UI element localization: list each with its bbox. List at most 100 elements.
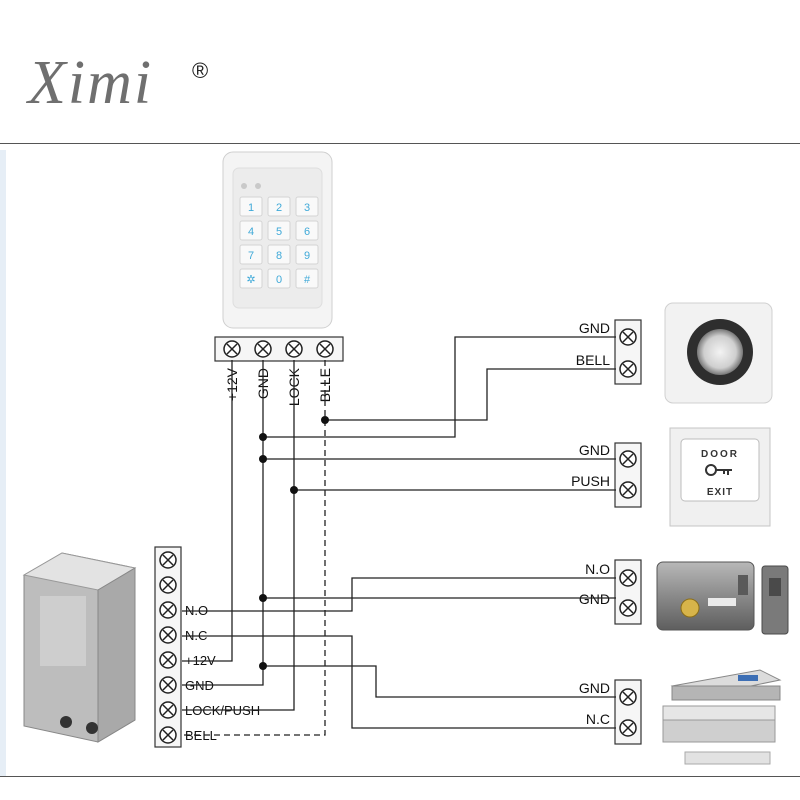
keypad-key-label: 6 <box>304 226 310 238</box>
terminal-screw-icon <box>285 340 303 358</box>
terminal-screw-icon <box>619 450 637 468</box>
keypad-key: 5 <box>267 220 291 241</box>
terminal-label: BELL <box>576 352 610 368</box>
keypad-key: 1 <box>239 196 263 217</box>
wire-no <box>182 577 616 612</box>
magnetic-lock <box>662 669 782 765</box>
terminal-screw-icon <box>619 481 637 499</box>
terminal-screw-icon <box>159 551 177 569</box>
terminal-label: GND <box>579 320 610 336</box>
wire-lock-push <box>182 360 295 711</box>
terminal-screw-icon <box>159 651 177 669</box>
junction-dot <box>321 416 329 424</box>
wires <box>182 336 616 736</box>
terminal-label: GND <box>579 591 610 607</box>
brand-logo: Ximi <box>28 49 154 117</box>
registered-mark: ® <box>192 58 209 83</box>
doorbell <box>664 302 773 404</box>
keypad-key: 8 <box>267 244 291 265</box>
exit-button: DOOR EXIT <box>669 427 771 527</box>
lock-label <box>708 598 736 606</box>
edge-strip <box>0 150 6 776</box>
keypad-key: 3 <box>295 196 319 217</box>
wire-12v <box>182 360 233 662</box>
terminal-screw-icon <box>159 726 177 744</box>
key-cylinder <box>680 598 700 618</box>
terminal-screw-icon <box>619 688 637 706</box>
terminal-screw-icon <box>619 599 637 617</box>
armature-plate <box>684 751 771 765</box>
terminal-label: N.O <box>585 561 610 577</box>
wire-doorbell-gnd <box>263 336 616 438</box>
junction-dot <box>259 662 267 670</box>
keypad-key: 7 <box>239 244 263 265</box>
wire-nc <box>182 635 616 729</box>
terminal-screw-icon <box>619 328 637 346</box>
door-text: DOOR <box>701 449 739 460</box>
terminal-screw-icon <box>619 360 637 378</box>
wire-bell <box>182 360 326 736</box>
terminal-screw-icon <box>159 676 177 694</box>
junction-dot <box>259 455 267 463</box>
keypad-key-label: 3 <box>304 202 310 214</box>
keypad: 1 2 3 4 5 6 7 8 9 ✲ 0 # <box>222 151 333 329</box>
key-icon-shaft <box>716 469 732 475</box>
magnet-lock-body <box>662 719 776 743</box>
cable-port <box>86 722 98 734</box>
terminal-label: BELL <box>185 728 217 743</box>
doorbell-speaker <box>697 329 743 375</box>
terminal-screw-icon <box>254 340 272 358</box>
keypad-key: 4 <box>239 220 263 241</box>
terminal-screw-icon <box>159 601 177 619</box>
junction-dot <box>290 486 298 494</box>
keypad-key: ✲ <box>239 268 263 289</box>
magnet-lock-plate <box>662 705 776 721</box>
terminal-screw-icon <box>316 340 334 358</box>
terminal-label: N.C <box>586 711 610 727</box>
wire-gnd <box>182 360 264 686</box>
terminal-screw-icon <box>159 576 177 594</box>
keypad-key: 2 <box>267 196 291 217</box>
keypad-key-label: ✲ <box>246 274 255 286</box>
keypad-key-label: 9 <box>304 250 310 262</box>
terminal-label: GND <box>579 442 610 458</box>
terminal-screw-icon <box>619 569 637 587</box>
keypad-key-label: 0 <box>276 274 282 286</box>
strike-slot <box>769 578 781 596</box>
strike-plate <box>761 565 789 635</box>
keypad-key-label: 8 <box>276 250 282 262</box>
footer-divider <box>0 776 800 777</box>
keypad-key-label: 2 <box>276 202 282 214</box>
terminal-screw-icon <box>223 340 241 358</box>
wire-doorbell-bell <box>325 368 616 421</box>
power-supply <box>22 552 137 743</box>
cable-port <box>60 716 72 728</box>
header-divider <box>0 143 800 144</box>
terminal-label: GND <box>579 680 610 696</box>
led-indicator <box>241 183 247 189</box>
keypad-key-label: 1 <box>248 202 254 214</box>
keypad-key: 0 <box>267 268 291 289</box>
bolt-lock-label <box>738 675 758 681</box>
keypad-key-label: 7 <box>248 250 254 262</box>
terminal-screw-icon <box>159 626 177 644</box>
led-indicator <box>255 183 261 189</box>
terminal-label: PUSH <box>571 473 610 489</box>
terminal-screw-icon <box>619 719 637 737</box>
keypad-key: # <box>295 268 319 289</box>
keypad-key-label: # <box>304 274 311 286</box>
electric-lock <box>656 561 789 635</box>
junction-dot <box>259 433 267 441</box>
exit-text: EXIT <box>707 487 733 498</box>
electric-lock-body <box>656 561 755 631</box>
keypad-key: 9 <box>295 244 319 265</box>
power-supply-side <box>97 567 136 743</box>
keypad-key-label: 4 <box>248 226 254 238</box>
lock-bolt <box>738 575 748 595</box>
wire-mlock-gnd <box>263 665 616 698</box>
keypad-key-label: 5 <box>276 226 282 238</box>
power-supply-label-plate <box>40 596 86 666</box>
junction-dot <box>259 594 267 602</box>
